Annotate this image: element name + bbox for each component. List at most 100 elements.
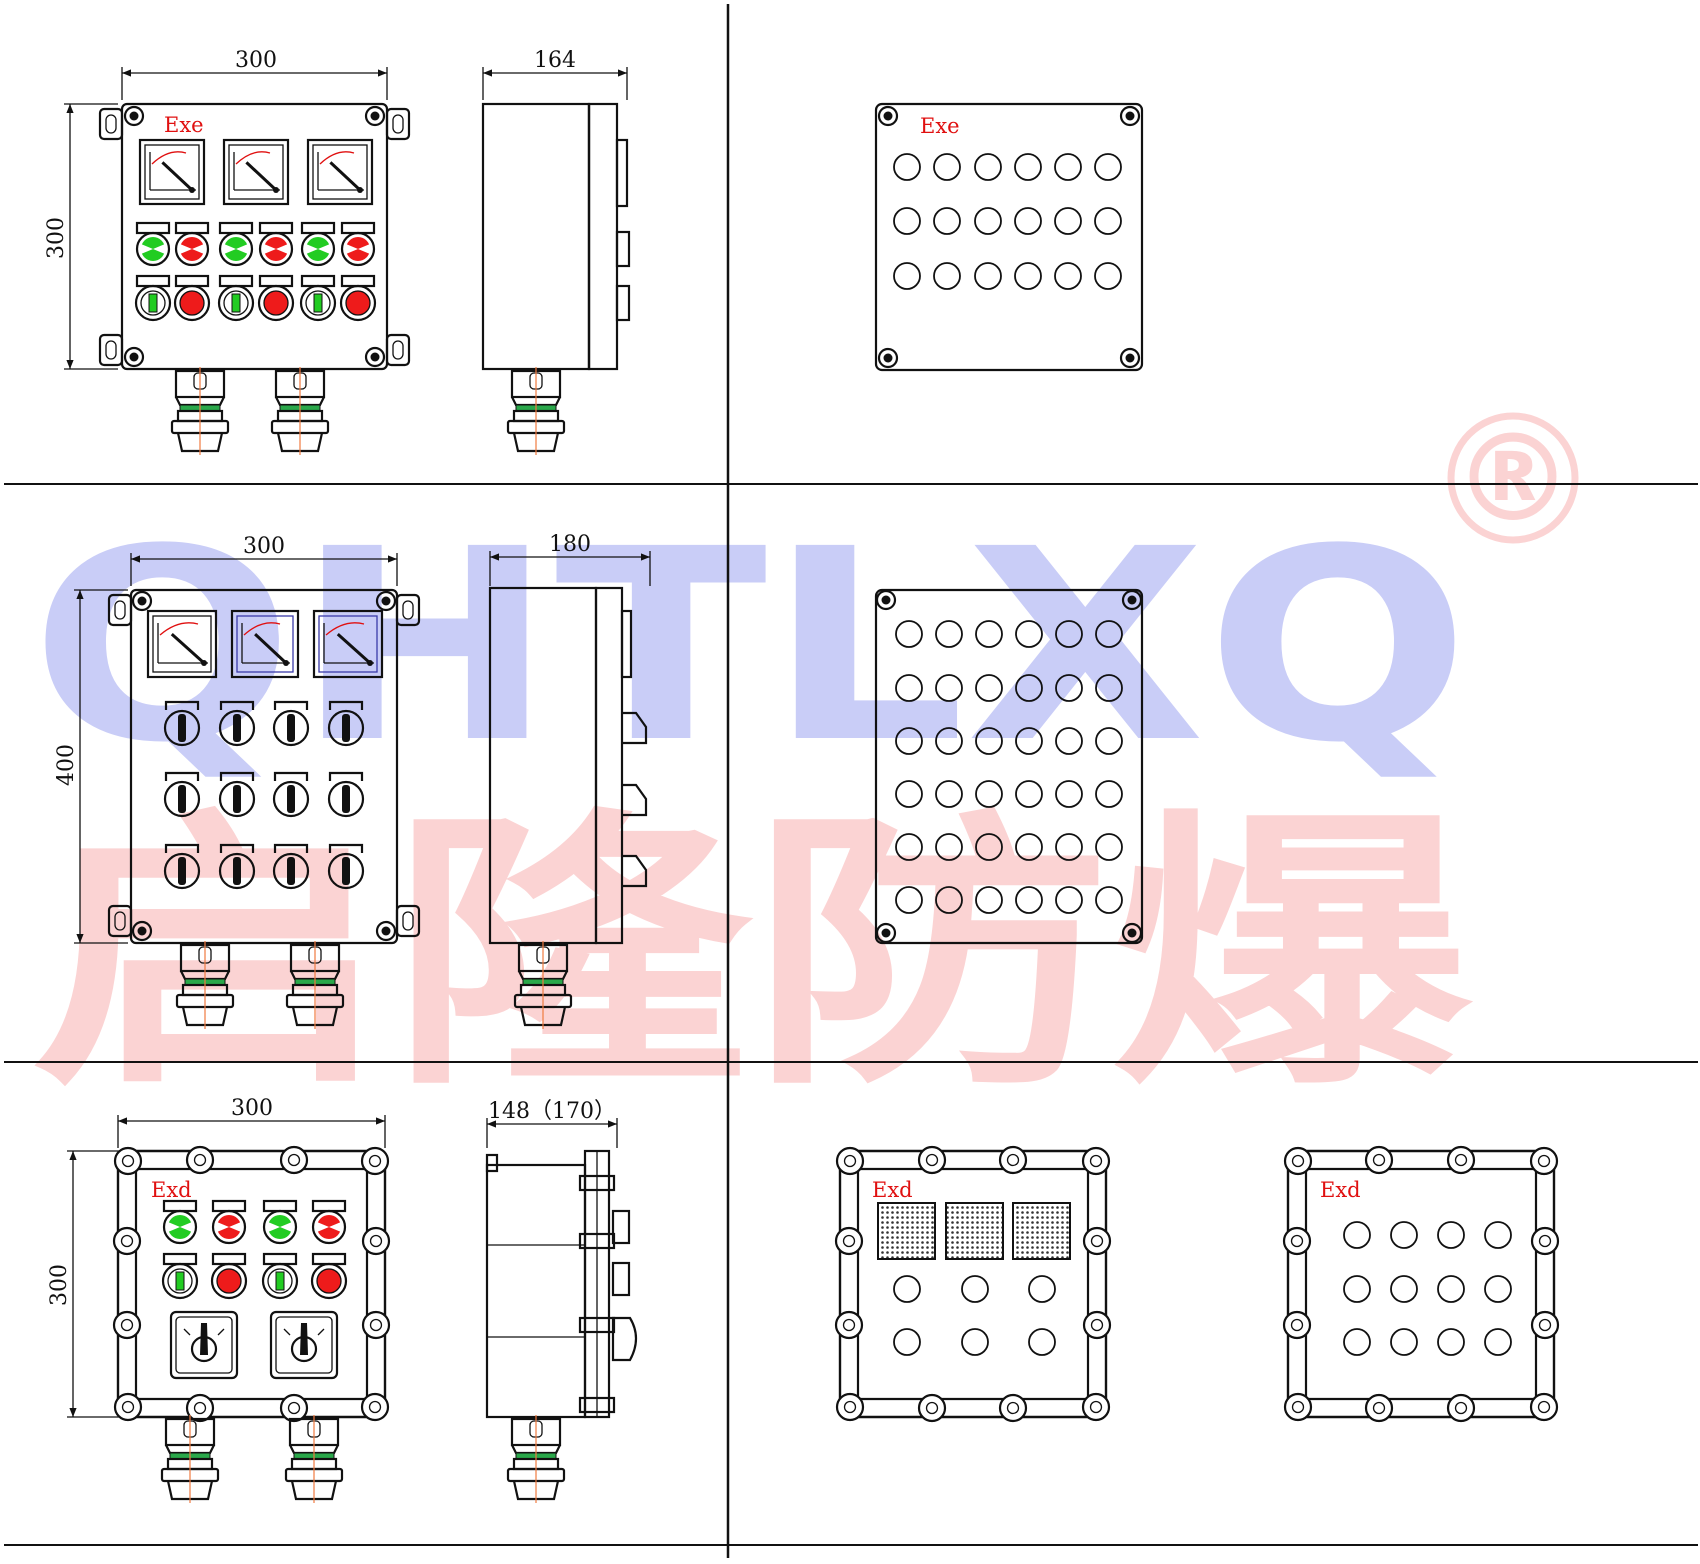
light-ring xyxy=(258,231,294,267)
flange-bolt-hole xyxy=(121,1154,135,1168)
mounting-hole xyxy=(1028,1275,1056,1303)
meter-needle xyxy=(161,161,194,192)
flange-bolt-hole xyxy=(1538,1318,1552,1332)
flange-bolt-boss xyxy=(113,1146,143,1176)
flange-bolt-hole xyxy=(120,1318,134,1332)
light-glare xyxy=(268,1222,292,1232)
light-glare xyxy=(141,244,165,254)
meter-face xyxy=(144,144,200,200)
mounting-hole xyxy=(1343,1328,1371,1356)
meter-scale xyxy=(159,622,199,636)
pushbutton xyxy=(161,1252,199,1300)
switch-label xyxy=(328,771,364,781)
mounting-hole xyxy=(1054,153,1082,181)
button-ring xyxy=(299,284,337,322)
screw-head xyxy=(1127,595,1137,605)
light-glare xyxy=(306,244,330,254)
flange-bolt-hole xyxy=(1089,1154,1103,1168)
screw-ring xyxy=(1121,922,1143,944)
mounting-hole xyxy=(975,727,1003,755)
lug-slot xyxy=(402,600,414,620)
selector-switch xyxy=(169,1310,239,1380)
marking-blank-3b: Exd xyxy=(1320,1178,1361,1202)
mounting-lug xyxy=(98,333,124,367)
flange-bolt-hole xyxy=(1290,1318,1304,1332)
mounting-hole xyxy=(1484,1328,1512,1356)
corner-screw xyxy=(1121,589,1143,611)
cable-gland xyxy=(285,941,345,1029)
button-label xyxy=(211,1252,247,1266)
ammeter xyxy=(146,609,218,679)
meter-bezel xyxy=(222,138,290,206)
screw-head xyxy=(883,111,893,121)
switch-handle xyxy=(178,714,186,742)
mounting-hole xyxy=(1095,886,1123,914)
selector-inner xyxy=(175,1316,233,1374)
mounting-lug xyxy=(107,904,133,938)
corner-screw xyxy=(375,920,397,942)
light-glare xyxy=(217,1222,241,1232)
screw-ring xyxy=(877,347,899,369)
flange-bolt-boss xyxy=(1283,1392,1313,1422)
mounting-hole xyxy=(975,886,1003,914)
side-bolt xyxy=(578,1174,616,1192)
screw-ring xyxy=(364,105,386,127)
light-label xyxy=(211,1199,247,1213)
mounting-hole xyxy=(1054,262,1082,290)
flange-bolt-hole xyxy=(925,1401,939,1415)
button-label xyxy=(311,1252,347,1266)
side-light-boss xyxy=(611,1209,631,1245)
flange-bolt-hole xyxy=(1372,1401,1386,1415)
cable-gland xyxy=(270,367,330,455)
flanged-enclosure xyxy=(1282,1145,1560,1423)
button-ring xyxy=(261,1262,299,1300)
button-face xyxy=(216,1268,242,1294)
marking-front-1: Exe xyxy=(164,113,204,137)
corner-screw xyxy=(875,589,897,611)
dimension-v xyxy=(64,103,118,370)
side-button-boss xyxy=(615,284,631,322)
dim-front-height-2: 400 xyxy=(54,744,79,786)
lug-slot xyxy=(392,114,404,134)
rotary-switch xyxy=(327,771,365,818)
flange-bolt-hole xyxy=(1537,1400,1551,1414)
mounting-hole xyxy=(1094,153,1122,181)
button-label xyxy=(340,274,376,288)
light-ring xyxy=(174,231,210,267)
flange-bolt-hole xyxy=(1290,1234,1304,1248)
mounting-hole xyxy=(1015,620,1043,648)
mounting-hole xyxy=(1055,886,1083,914)
light-label xyxy=(162,1199,198,1213)
lug-slot xyxy=(114,911,126,931)
indicator-light xyxy=(174,221,210,267)
mounting-lug xyxy=(98,107,124,141)
flange-bolt-hole xyxy=(843,1154,857,1168)
light-label xyxy=(262,1199,298,1213)
screw-head xyxy=(881,595,891,605)
rotary-switch xyxy=(163,700,201,747)
side-meter-boss xyxy=(615,138,629,208)
indicator-light xyxy=(135,221,171,267)
viewing-window xyxy=(877,1202,936,1260)
hole-grid xyxy=(893,153,1122,290)
mounting-hole xyxy=(893,1328,921,1356)
dimension-h xyxy=(117,1115,386,1148)
light-ring xyxy=(218,231,254,267)
light-glare xyxy=(346,244,370,254)
button-bar xyxy=(313,293,323,313)
flange-bolt-boss xyxy=(1530,1310,1560,1340)
flange-outer xyxy=(1286,1149,1556,1419)
meter-needle xyxy=(170,632,206,665)
mounting-hole xyxy=(1015,833,1043,861)
meter-pivot xyxy=(201,660,207,666)
mounting-hole xyxy=(933,262,961,290)
flange-bolt-hole xyxy=(843,1400,857,1414)
switch-ring xyxy=(163,709,201,747)
rotary-switch xyxy=(272,771,310,818)
side-switch-boss xyxy=(622,711,648,745)
indicator-light xyxy=(340,221,376,267)
flange-bolt-boss xyxy=(279,1393,309,1423)
dim-front-width-2: 300 xyxy=(243,534,285,559)
mounting-hole xyxy=(893,207,921,235)
